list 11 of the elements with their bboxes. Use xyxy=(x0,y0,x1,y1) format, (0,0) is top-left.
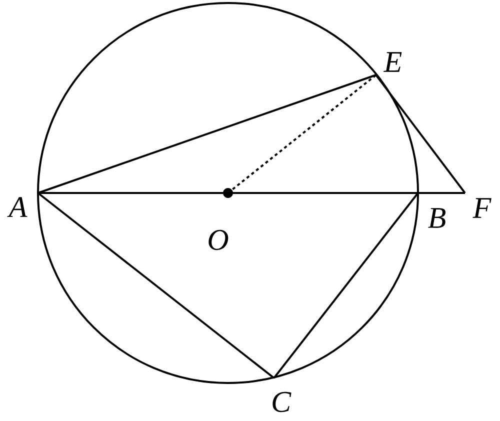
line-segment xyxy=(38,74,376,194)
point-label: B xyxy=(428,208,446,228)
line-segment xyxy=(273,192,419,379)
point-label: O xyxy=(208,230,228,250)
line-segment xyxy=(37,192,275,379)
point-label: C xyxy=(272,392,292,412)
line-segment xyxy=(375,74,466,194)
point-label: E xyxy=(384,52,402,72)
line-segment xyxy=(38,192,465,194)
point-label: F xyxy=(472,198,492,218)
point-label: A xyxy=(7,197,28,217)
